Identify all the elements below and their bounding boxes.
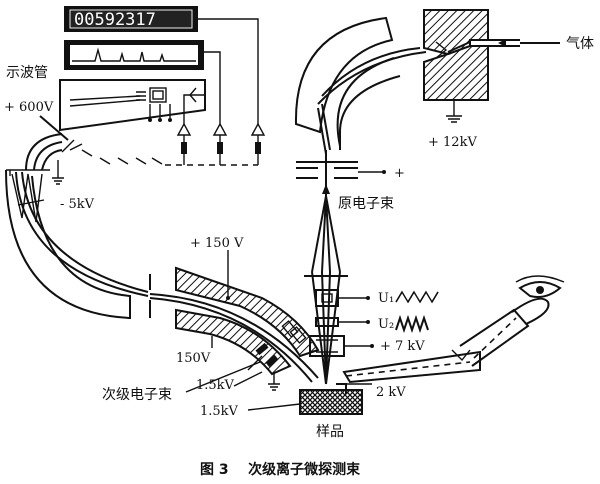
detector-lead <box>39 115 69 141</box>
oscilloscope-label: 示波管 <box>6 65 48 81</box>
figure-caption: 图 3 次级离子微探测束 <box>200 461 361 478</box>
primary-bend-magnet <box>294 16 427 155</box>
deflection-units <box>309 289 439 357</box>
sample <box>247 383 372 415</box>
primary-beam-label: 原电子束 <box>338 196 394 212</box>
counter-digits: 00592317 <box>74 10 156 30</box>
1-5kv-label-b: 1.5kV <box>200 404 239 419</box>
counter-wiring <box>165 18 266 166</box>
plus-150v-label: + 150 V <box>190 236 244 251</box>
magnetic-sector <box>5 169 151 320</box>
primary-beam-cone <box>304 195 348 385</box>
oscilloscope-screen <box>64 40 204 70</box>
plus-sign-label: + <box>394 166 405 181</box>
gas-label: 气体 <box>566 36 594 52</box>
ion-source <box>423 9 560 123</box>
primary-electrodes <box>296 150 386 196</box>
1-5kv-label-a: 1.5kV <box>196 378 235 393</box>
150v-label: 150V <box>176 351 211 366</box>
minus-5kv-label: - 5kV <box>60 197 95 212</box>
secondary-beam-pointer <box>185 361 261 393</box>
oscilloscope-tube <box>59 79 206 132</box>
sample-label: 样品 <box>316 424 344 440</box>
plus-600v-label: + 600V <box>4 100 54 115</box>
extraction-electrodes <box>233 320 307 391</box>
counter-display: 00592317 <box>64 6 198 32</box>
u1-label: U₁ <box>378 291 394 306</box>
ion-detector-arc <box>25 133 64 185</box>
secondary-beam-label: 次级电子束 <box>102 387 172 403</box>
plus-12kv-label: + 12kV <box>428 135 477 150</box>
u2-label: U₂ <box>378 317 394 332</box>
2kv-label: 2 kV <box>376 385 406 400</box>
detector-channel <box>61 139 163 165</box>
optical-microscope <box>342 275 565 384</box>
electrostatic-analyzer <box>149 250 320 383</box>
plus-7kv-label: + 7 kV <box>380 339 425 354</box>
